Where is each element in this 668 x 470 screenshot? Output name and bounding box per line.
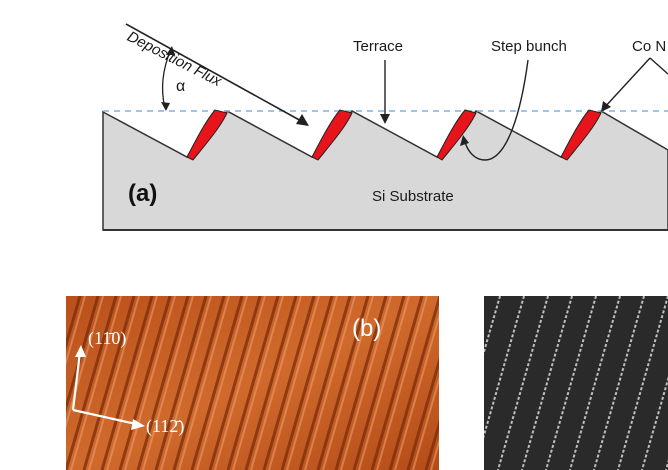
afm-ridge (214, 296, 266, 470)
afm-groove (100, 296, 154, 470)
afm-groove (280, 296, 334, 470)
afm-groove (226, 296, 280, 470)
afm-groove (66, 296, 82, 351)
nanowire-2 (311, 109, 353, 161)
step-bunch-arrow (464, 59, 529, 161)
axis-up-label: (11̄0) (88, 328, 127, 348)
afm-stripes (66, 296, 439, 470)
sem-nanowire (641, 375, 668, 470)
nanowire-3 (436, 109, 477, 161)
afm-ridge (394, 313, 439, 470)
afm-groove (118, 296, 172, 470)
afm-ridge (376, 296, 428, 470)
afm-ridge (268, 296, 320, 470)
afm-groove (172, 296, 226, 470)
afm-ridge (304, 296, 356, 470)
sem-stripes (484, 296, 668, 470)
afm-groove (298, 296, 352, 470)
afm-groove (262, 296, 316, 470)
afm-ridge (66, 296, 86, 366)
sem-nanowire (569, 296, 621, 470)
panel-a (102, 23, 668, 231)
panel-b-tag: (b) (352, 315, 382, 342)
nanowire-4 (560, 109, 602, 161)
axis-right-arrow (72, 408, 137, 426)
axis-right-arrowhead (131, 419, 145, 430)
sem-nanowire (593, 296, 645, 470)
step-bunch-arrowhead (460, 135, 469, 146)
afm-ridge (106, 296, 158, 470)
afm-groove (334, 296, 388, 470)
sem-nanowire (484, 296, 501, 356)
co-pointer-line-1 (603, 57, 651, 109)
panel-a-tag: (a) (128, 180, 158, 207)
afm-groove (388, 296, 439, 470)
co-label: Co N (632, 38, 667, 55)
afm-groove (154, 296, 208, 470)
axis-up-arrow (71, 351, 82, 411)
co-pointer-line-2 (649, 57, 668, 75)
angle-arrowhead-bottom (161, 102, 170, 111)
afm-ridge (286, 296, 338, 470)
step-bunch-label: Step bunch (491, 38, 567, 55)
substrate-label: Si Substrate (372, 188, 454, 205)
afm-groove (424, 419, 439, 470)
afm-ridge (66, 296, 104, 429)
flux-arrowhead (296, 114, 309, 126)
afm-groove (244, 296, 298, 470)
afm-groove (406, 356, 439, 470)
afm-groove (136, 296, 190, 470)
afm-ridge (160, 296, 212, 470)
afm-groove (208, 296, 262, 470)
afm-groove (66, 296, 118, 470)
sem-nanowire (521, 296, 573, 470)
afm-ridge (250, 296, 302, 470)
afm-ridge (178, 296, 230, 470)
afm-ridge (142, 296, 194, 470)
axis-up-arrowhead (75, 345, 86, 357)
terrace-label: Terrace (353, 38, 404, 55)
afm-groove (316, 296, 370, 470)
flux-arrow (125, 23, 304, 123)
angle-arrowhead-top (166, 46, 175, 55)
sem-nanowire (497, 296, 549, 470)
afm-groove (370, 296, 424, 470)
afm-ridge (88, 296, 140, 470)
terrace-arrowhead (380, 114, 390, 124)
afm-ridge (232, 296, 284, 470)
afm-ridge (196, 296, 248, 470)
sem-nanowire (484, 296, 525, 439)
sem-nanowire (617, 296, 668, 470)
afm-ridge (412, 375, 439, 470)
panel-c (484, 296, 668, 470)
afm-ridge (340, 296, 392, 470)
afm-ridge (124, 296, 176, 470)
panel-b (66, 296, 439, 470)
afm-groove (352, 296, 406, 470)
nanowire-1 (186, 109, 228, 161)
angle-label: α (176, 78, 186, 95)
afm-ridge (70, 296, 122, 470)
afm-groove (66, 296, 100, 413)
afm-ridge (358, 296, 410, 470)
sem-nanowire (545, 296, 597, 470)
sem-image (484, 296, 668, 470)
axis-right-label: (112̄) (146, 416, 185, 436)
afm-ridge (322, 296, 374, 470)
afm-groove (190, 296, 244, 470)
co-pointer-arrowhead (601, 101, 611, 112)
afm-groove (82, 296, 136, 470)
